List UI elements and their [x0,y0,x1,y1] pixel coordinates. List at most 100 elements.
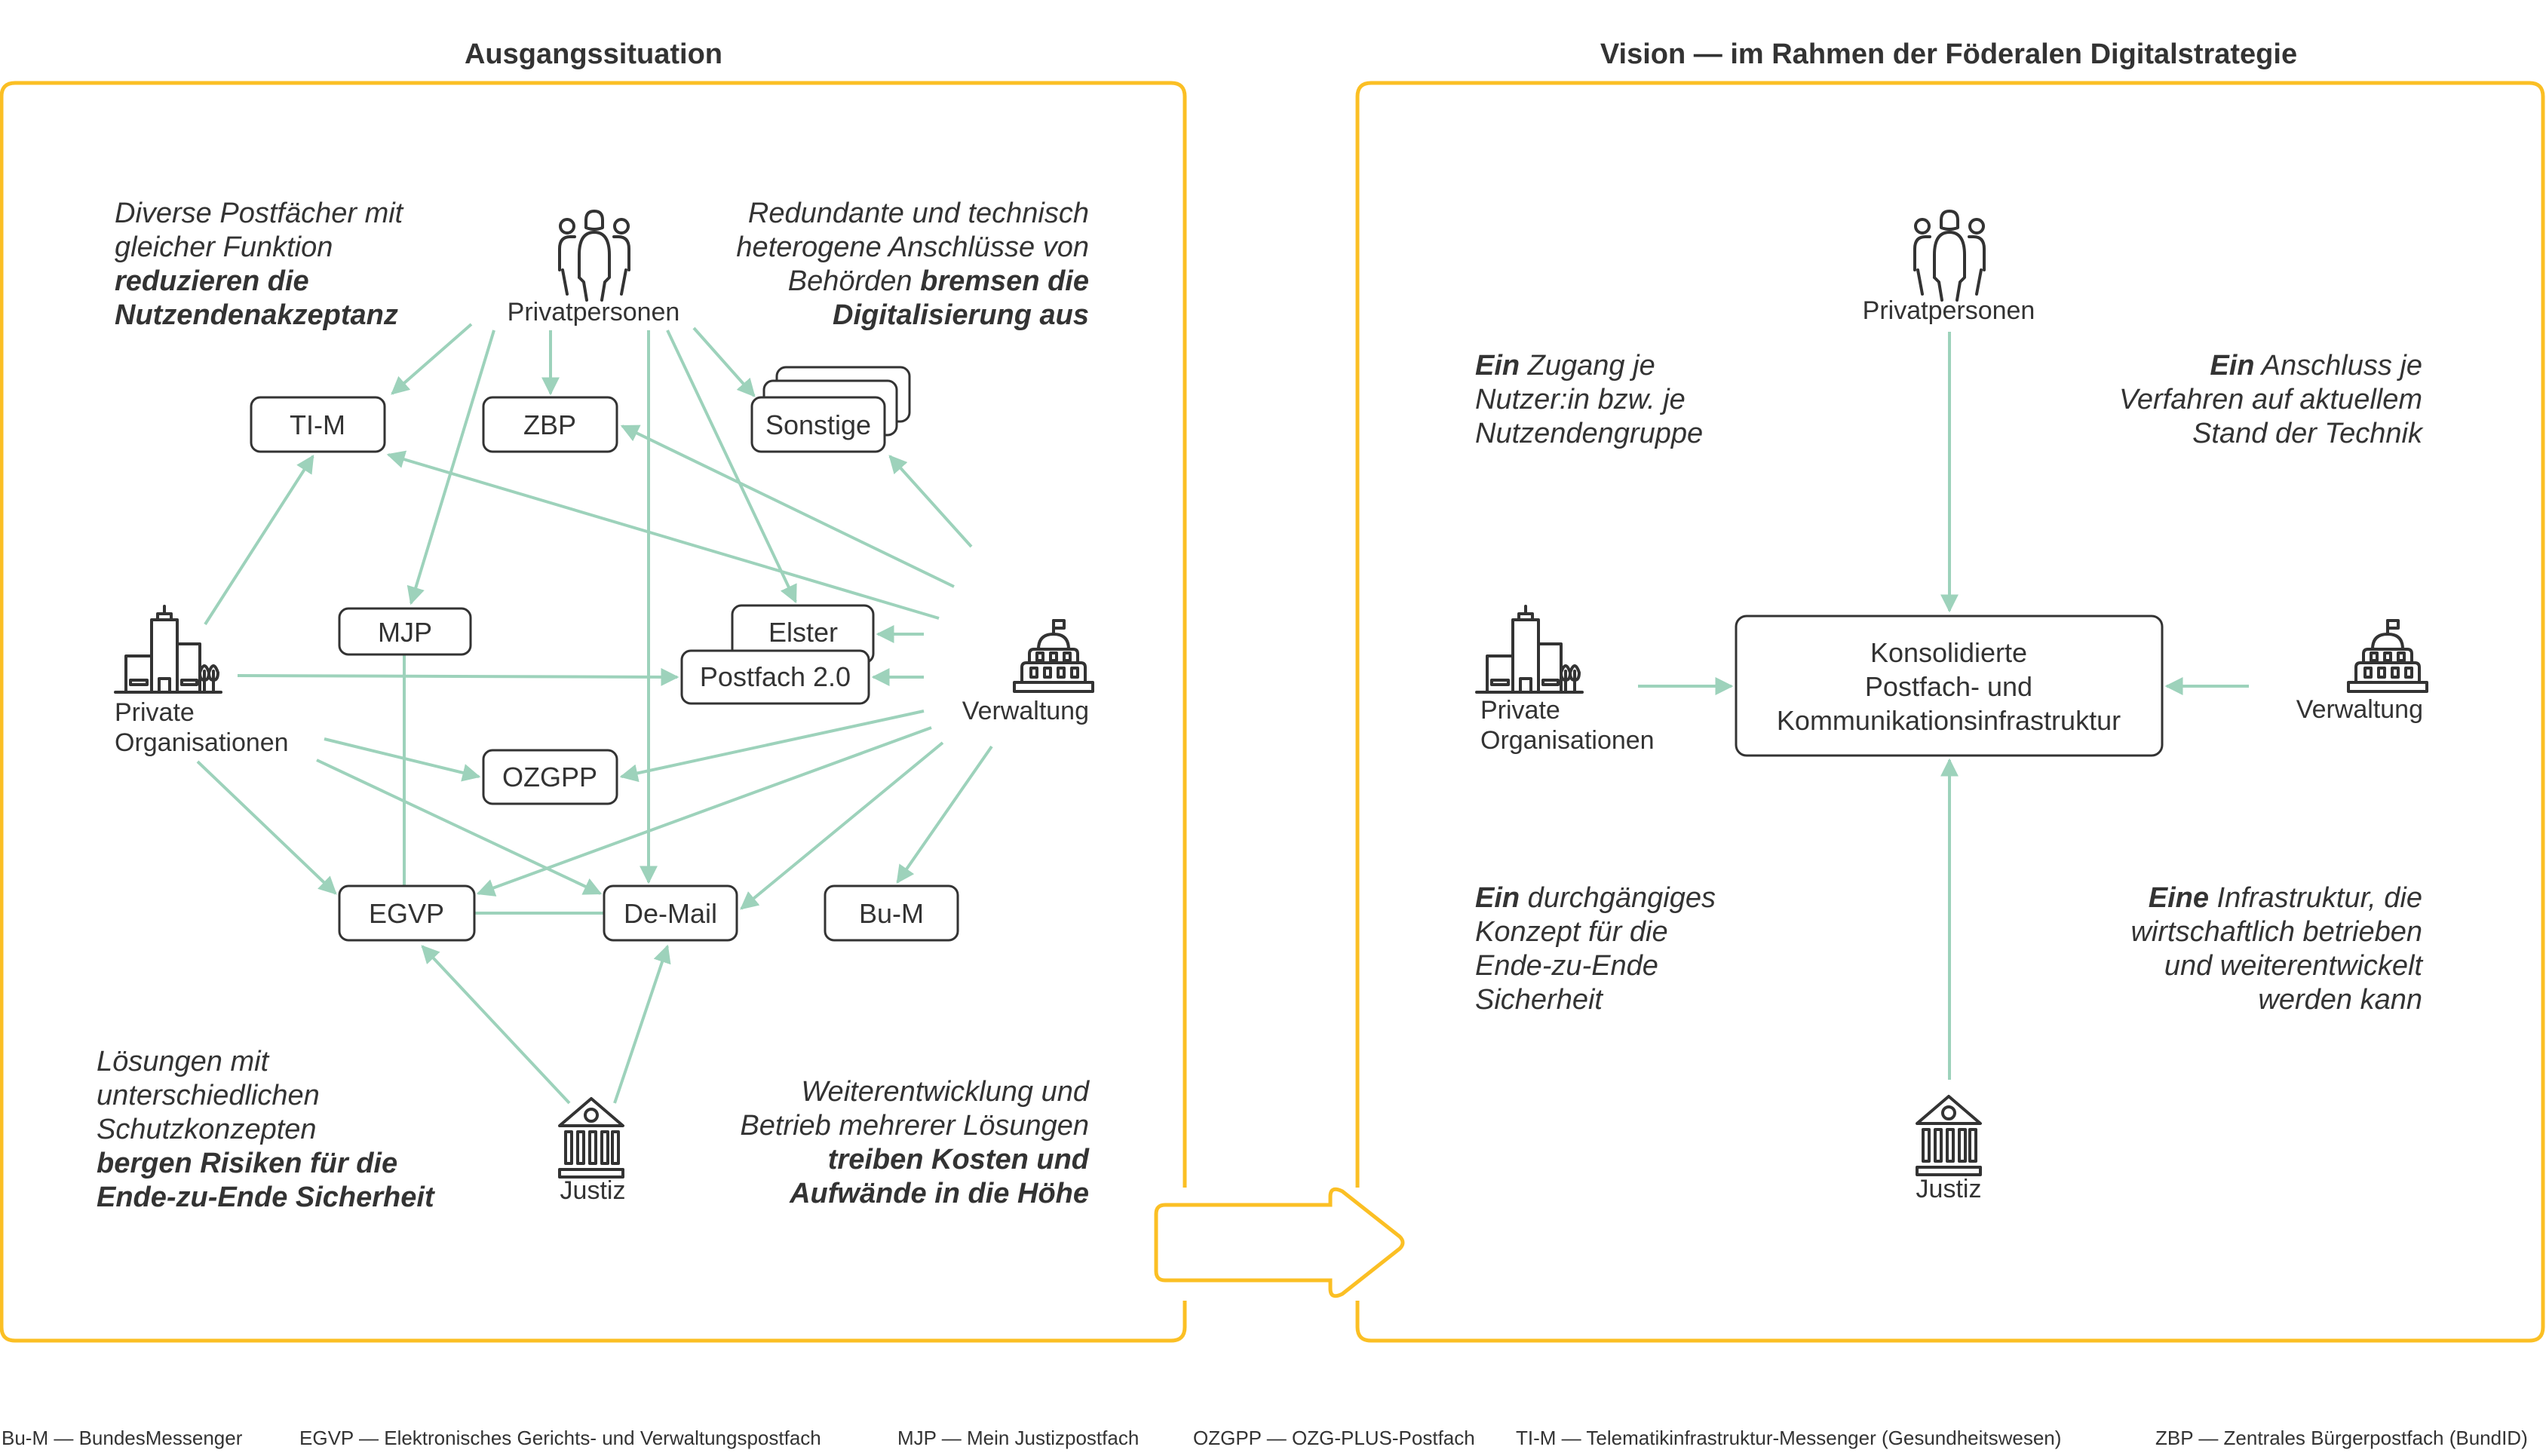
abbreviation-legend: Bu-M — BundesMessenger EGVP — Elektronis… [2,1427,2528,1449]
callout-line: Weiterentwicklung und [801,1076,1090,1108]
node-sonstige[interactable]: Sonstige [750,366,911,453]
edge-pp-mjp [406,330,495,605]
legend-item-bum: Bu-M — BundesMessenger [2,1427,243,1449]
legend-item-mjp: MJP — Mein Justizpostfach [897,1427,1139,1449]
node-postfach20[interactable]: Postfach 2.0 [680,649,870,705]
node-bum[interactable]: Bu-M [824,884,959,942]
vision-actor-private-org-label-2: Organisationen [1480,726,1655,755]
left-edges [196,323,993,1105]
callout-line: heterogene Anschlüsse von [736,231,1089,263]
right-panel-title: Vision — im Rahmen der Föderalen Digital… [1600,38,2297,70]
center-box-line: Kommunikationsinfrastruktur [1777,705,2121,736]
actor-verwaltung-label: Verwaltung [962,697,1089,725]
edge-vw-bum [896,745,993,884]
edge-po-egvp [196,760,337,895]
node-ozgpp-label: OZGPP [502,762,597,792]
callout-line: Verfahren auf aktuellem [2119,384,2422,415]
callout-line: Ein Zugang je [1475,350,1655,382]
left-panel-title: Ausgangssituation [465,38,722,70]
callout-line-bold: Ende-zu-Ende Sicherheit [97,1182,435,1213]
callout-line: Eine Infrastruktur, die [2149,882,2422,914]
office-buildings-icon [1475,605,1584,694]
actor-private-org-label-2: Organisationen [115,728,289,757]
callout-line-bold: Digitalisierung aus [833,299,1089,331]
legend-item-zbp: ZBP — Zentrales Bürgerpostfach (BundID) [2155,1427,2528,1449]
callout-line: Nutzendengruppe [1475,418,1703,449]
callout-line-bold: bergen Risiken für die [97,1148,397,1179]
actor-justiz-label: Justiz [560,1176,626,1205]
center-box-line: Konsolidierte [1870,637,2027,668]
callout-top-left: Diverse Postfächer mit gleicher Funktion… [115,198,404,331]
node-mjp-label: MJP [378,617,432,648]
node-mjp[interactable]: MJP [338,607,472,656]
actor-privatpersonen-label: Privatpersonen [508,298,680,326]
node-tim[interactable]: TI-M [250,396,386,453]
vision-callout-bottom-right: Eine Infrastruktur, die wirtschaftlich b… [2130,882,2423,1016]
callout-line: Betrieb mehrerer Lösungen [740,1110,1089,1142]
callout-line: Diverse Postfächer mit [115,198,404,229]
edge-ju-demail [613,944,671,1104]
node-zbp-label: ZBP [523,409,576,440]
callout-line: Ende-zu-Ende [1475,950,1658,982]
edge-po-tim [204,454,314,626]
center-box-line: Postfach- und [1865,671,2032,702]
edge-vw-egvp [476,726,932,897]
callout-line: Redundante und technisch [748,198,1089,229]
callout-bottom-left: Lösungen mit unterschiedlichen Schutzkon… [97,1046,435,1213]
edge-vw-zbp [620,425,955,588]
node-zbp[interactable]: ZBP [482,396,618,453]
people-icon [1913,210,1986,302]
callout-line-bold: reduzieren die [115,265,309,297]
edge-vw-demail [740,741,944,910]
callout-line: Sicherheit [1475,984,1603,1016]
callout-line: Ein durchgängiges [1475,882,1716,914]
edge-vw-sonstige [888,455,973,548]
node-egvp[interactable]: EGVP [338,884,476,942]
transition-arrow-icon [1154,1187,1405,1298]
actor-private-org-label-1: Private [115,698,195,727]
node-egvp-label: EGVP [369,898,444,929]
vision-actor-private-org-label-1: Private [1480,696,1560,725]
legend-item-egvp: EGVP — Elektronisches Gerichts- und Verw… [299,1427,821,1449]
edge-po-ozgpp [324,737,481,782]
node-elster-label: Elster [768,617,838,648]
edge-vw-tim [386,450,940,620]
right-panel-frame [1355,81,2545,1343]
center-box-consolidated-infrastructure[interactable]: Konsolidierte Postfach- und Kommunikatio… [1735,615,2164,757]
node-demail-label: De-Mail [624,898,717,929]
callout-line: und weiterentwickelt [2164,950,2424,982]
node-postfach20-label: Postfach 2.0 [700,661,851,692]
callout-line: unterschiedlichen [97,1080,320,1111]
edge-pp-elster [666,330,797,604]
legend-item-tim: TI-M — Telematikinfrastruktur-Messenger … [1516,1427,2061,1449]
edge-pp-sonstige [692,326,756,397]
callout-line: Konzept für die [1475,916,1668,948]
node-demail[interactable]: De-Mail [603,884,738,942]
callout-bottom-right: Weiterentwicklung und Betrieb mehrerer L… [740,1076,1090,1209]
callout-line-bold: Nutzendenakzeptanz [115,299,398,331]
edge-pp-tim [391,323,473,395]
callout-top-right: Redundante und technisch heterogene Ansc… [736,198,1089,331]
courthouse-icon [558,1097,624,1179]
vision-actor-privatpersonen-label: Privatpersonen [1863,296,2035,325]
callout-line: gleicher Funktion [115,231,333,263]
legend-item-ozgpp: OZGPP — OZG-PLUS-Postfach [1193,1427,1475,1449]
government-building-icon [1013,619,1094,693]
callout-line: Schutzkonzepten [97,1114,317,1145]
government-building-icon [2347,619,2428,693]
callout-line: Behörden bremsen die [788,265,1089,297]
node-tim-label: TI-M [290,409,345,440]
edge-po-demail [316,759,603,895]
callout-line-bold: Aufwände in die Höhe [789,1178,1089,1209]
edge-ju-egvp [421,945,571,1105]
callout-line-bold: treiben Kosten und [828,1144,1090,1176]
callout-line: werden kann [2258,984,2422,1016]
callout-line: Stand der Technik [2192,418,2424,449]
callout-line: Lösungen mit [97,1046,270,1077]
callout-line: Nutzer:in bzw. je [1475,384,1686,415]
vision-callout-top-left: Ein Zugang je Nutzer:in bzw. je Nutzende… [1475,350,1703,449]
node-sonstige-label: Sonstige [765,409,871,440]
node-ozgpp[interactable]: OZGPP [482,749,618,805]
vision-callout-top-right: Ein Anschluss je Verfahren auf aktuellem… [2119,350,2424,449]
